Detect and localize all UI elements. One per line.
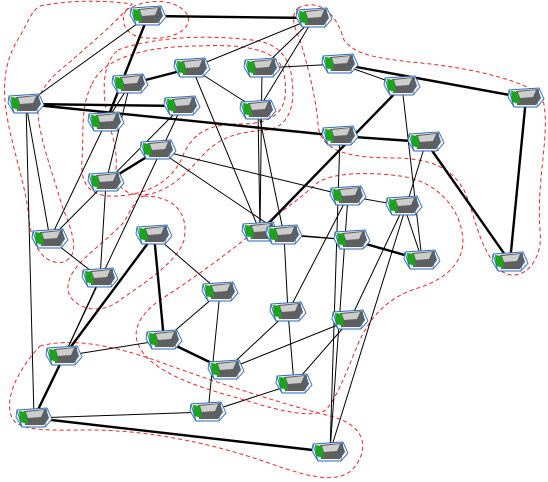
edge-n18-n26 [33,411,209,419]
node-n33-icon[interactable] [311,441,349,462]
clusters-layer [4,0,546,479]
edge-n10-n22 [257,109,285,236]
cluster-outline-c-upper-grid [81,45,287,197]
node-n32-icon[interactable] [385,195,423,216]
cluster-outline-c-right [103,36,294,196]
node-n6-icon[interactable] [111,73,149,94]
node-n14-icon[interactable] [45,345,83,366]
node-n31-icon[interactable] [331,309,369,330]
edge-n28-n29 [287,311,295,385]
node-n29-icon[interactable] [275,373,313,394]
node-n17-icon[interactable] [135,224,173,245]
edge-n10-n11 [257,109,261,233]
node-n25-icon[interactable] [201,281,239,302]
cluster-outline-c-center-left [67,195,186,310]
node-n30-icon[interactable] [329,185,367,206]
node-n23-icon[interactable] [139,139,177,160]
edge-n3-n8 [24,102,184,108]
node-n35-icon[interactable] [407,131,445,152]
node-n12-icon[interactable] [87,171,125,192]
edge-n28-n30 [287,195,349,313]
node-n26-icon[interactable] [189,401,227,422]
edge-n3-n4 [25,103,51,240]
edge-n20-n36 [508,96,528,264]
edge-n22-n23 [157,149,285,236]
node-n5-icon[interactable] [87,111,125,132]
edge-n1-n2 [146,14,316,20]
edge-n25-n26 [207,291,221,413]
node-n18-icon[interactable] [15,407,53,428]
node-n21-icon[interactable] [403,249,441,270]
edge-n11-n16 [258,84,404,234]
node-n13-icon[interactable] [81,267,119,288]
edge-n3-n18 [25,103,35,419]
cluster-outline-c-bottom [9,342,364,479]
edge-n16-n21 [401,85,423,261]
node-n20-icon[interactable] [507,87,545,108]
node-n16-icon[interactable] [383,75,421,96]
cluster-outline-c-center-grid [135,173,464,415]
edge-n12-n13 [99,181,107,279]
cluster-outline-c-left [4,0,134,263]
edge-n7-n11 [191,67,261,233]
edge-n9-n11 [259,67,263,233]
node-n27-icon[interactable] [207,359,245,380]
node-n36-icon[interactable] [491,251,529,272]
edge-n2-n10 [257,17,315,111]
edge-n33-n35 [329,141,427,453]
node-n34-icon[interactable] [321,125,359,146]
edge-n6-n12 [105,83,131,183]
edge-n31-n32 [349,205,405,321]
edge-n2-n7 [191,17,315,69]
edge-n3-n34 [24,102,342,138]
node-n28-icon[interactable] [269,301,307,322]
edge-n15-n20 [338,62,528,100]
node-n7-icon[interactable] [173,57,211,78]
cluster-outline-c-top-right [293,4,546,276]
edge-n13-n14 [63,277,101,357]
edge-n29-n31 [293,319,351,385]
node-n24-icon[interactable] [145,329,183,350]
node-n22-icon[interactable] [265,224,303,245]
edge-n17-n24 [152,233,166,342]
node-n19-icon[interactable] [333,229,371,250]
edge-n18-n33 [32,416,332,454]
node-n3-icon[interactable] [7,93,45,114]
node-n8-icon[interactable] [163,95,201,116]
edge-n22-n28 [283,234,289,313]
node-n9-icon[interactable] [243,57,281,78]
edge-n14-n17 [62,233,156,358]
edge-n4-n5 [49,121,107,240]
edge-n27-n31 [225,319,351,371]
edge-n14-n18 [32,354,66,420]
edge-n1-n3 [25,15,149,105]
edge-n23-n30 [157,149,349,197]
node-n2-icon[interactable] [295,7,333,28]
nodes-layer [7,5,545,462]
node-n1-icon[interactable] [129,5,167,26]
node-n4-icon[interactable] [31,228,69,249]
edge-n35-n36 [424,140,512,264]
node-n15-icon[interactable] [321,53,359,74]
edge-n17-n25 [153,234,221,293]
node-n10-icon[interactable] [239,99,277,120]
